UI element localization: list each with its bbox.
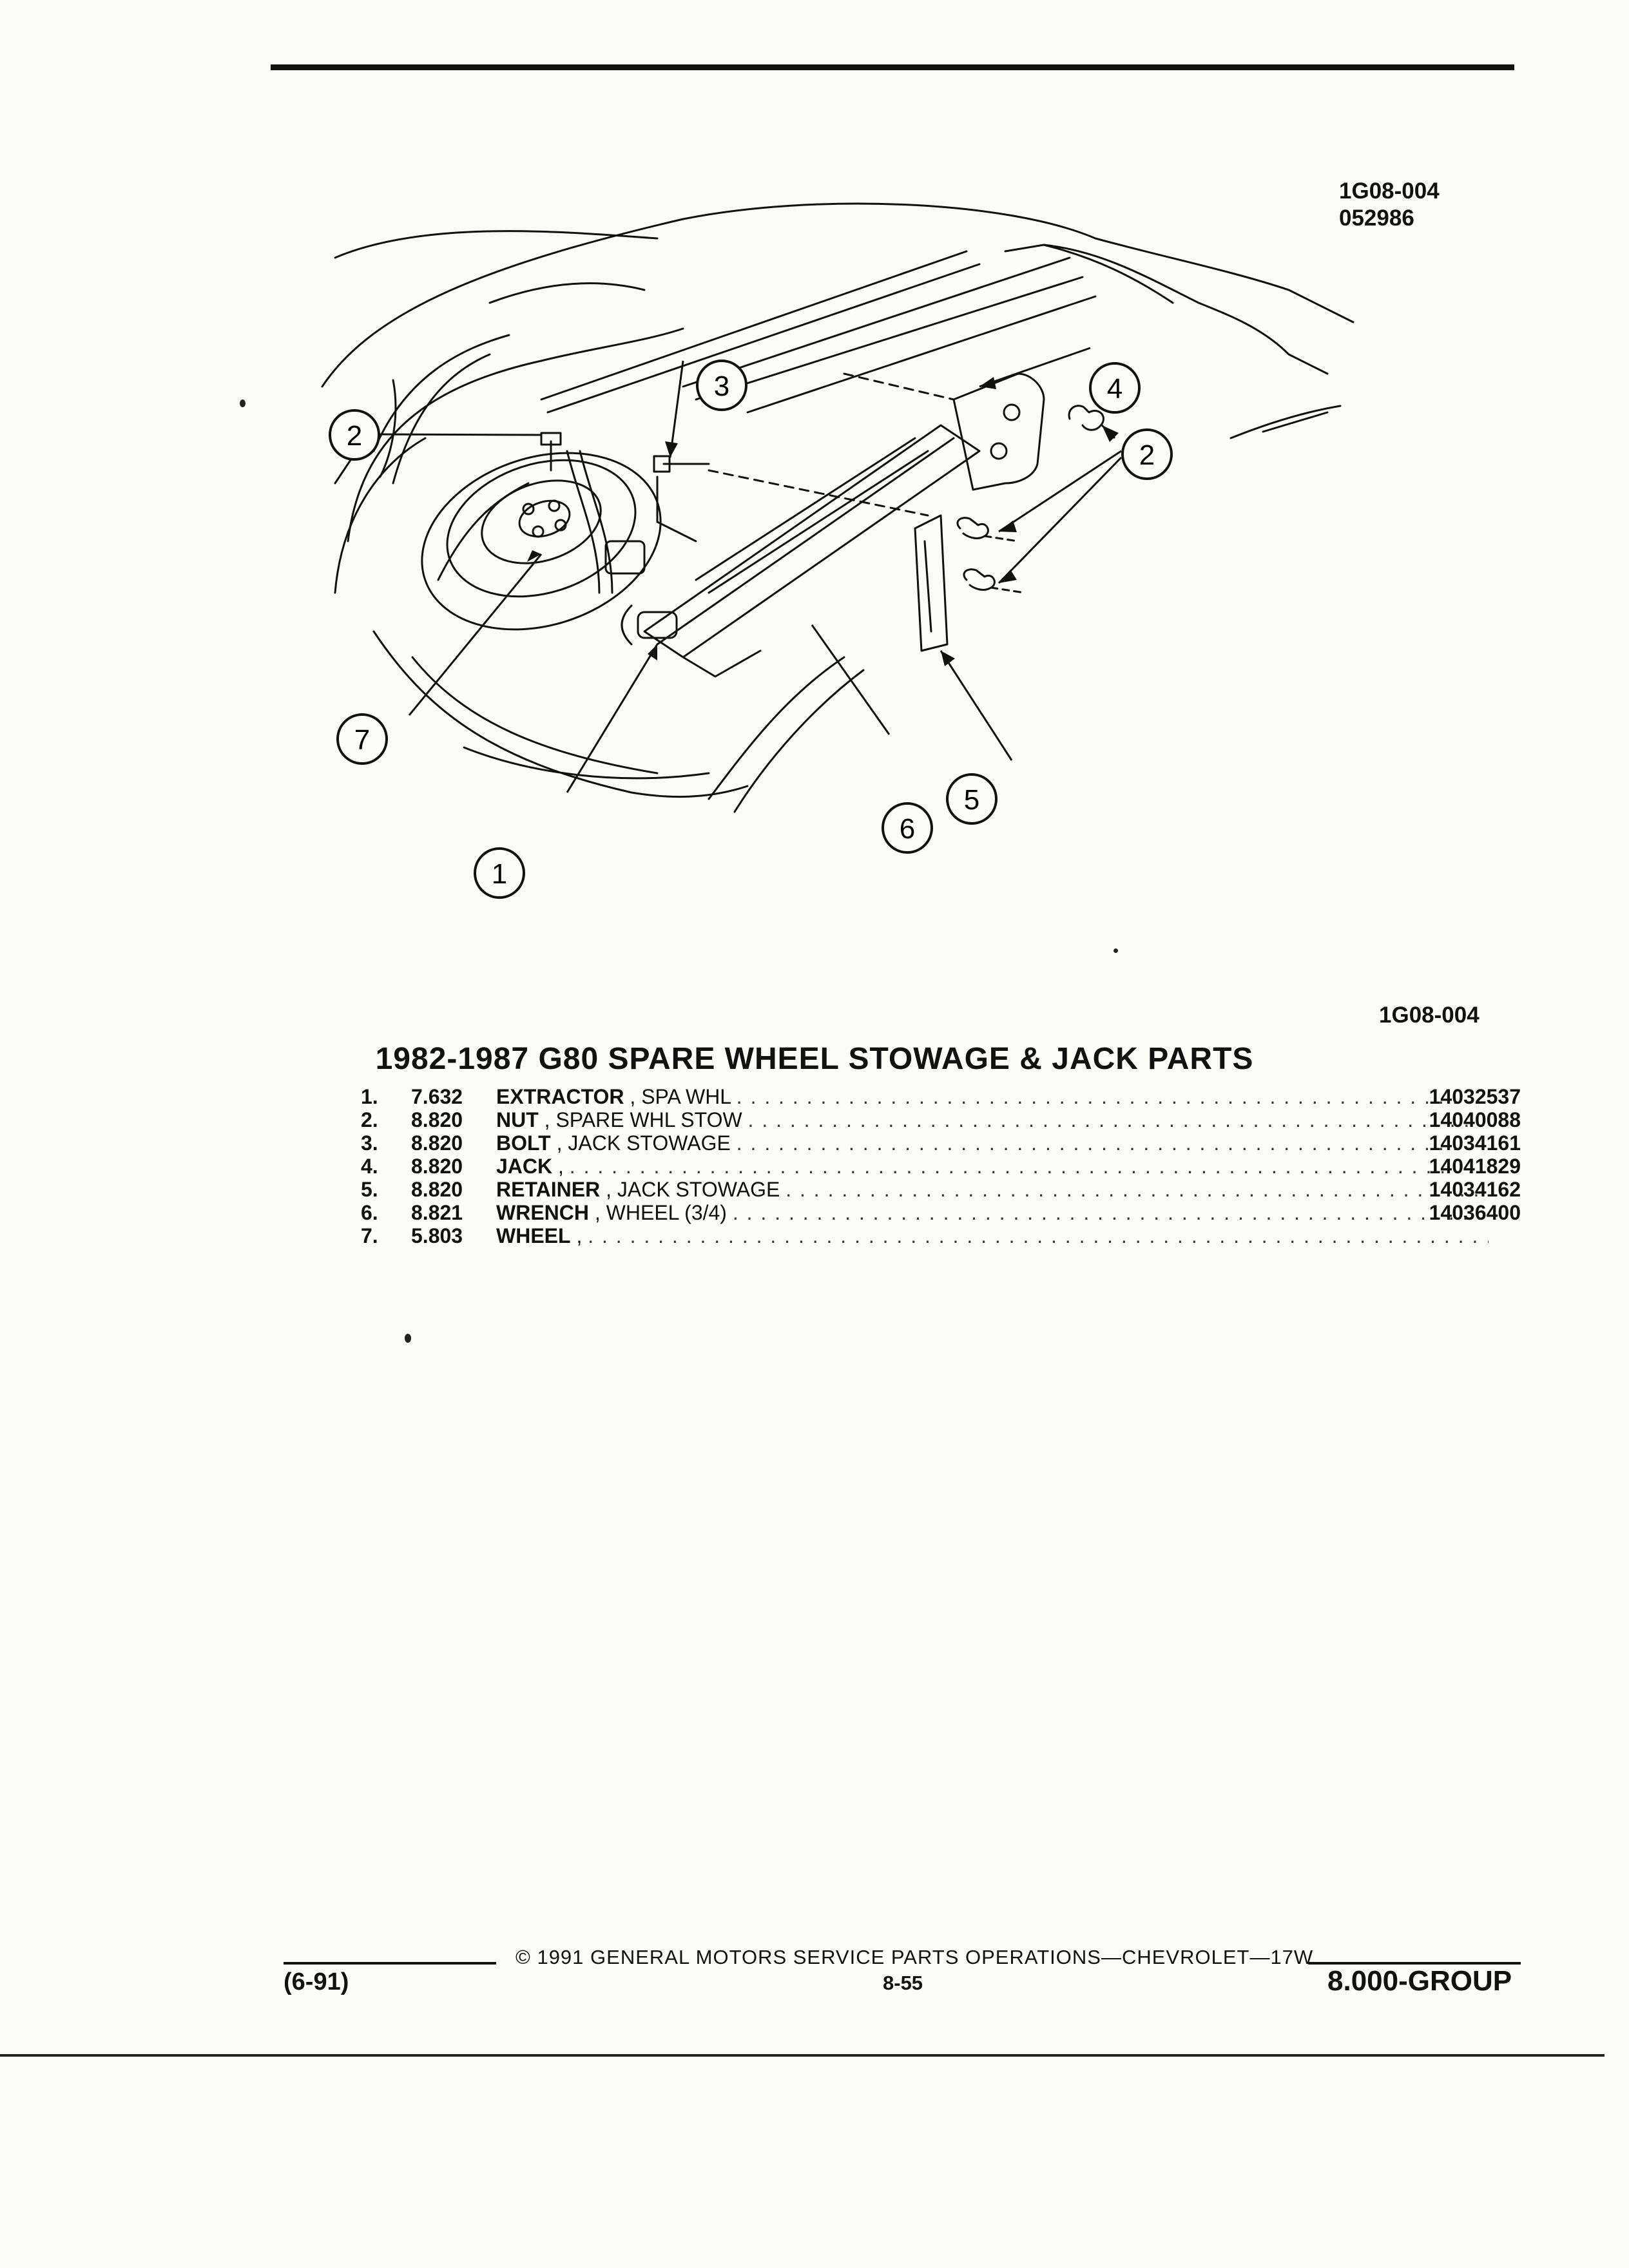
group-code: 5.803 bbox=[411, 1224, 463, 1247]
part-name: EXTRACTOR bbox=[496, 1085, 624, 1108]
part-number: 14034161 bbox=[1429, 1131, 1521, 1155]
callout-5: 5 bbox=[946, 773, 998, 825]
part-name: WRENCH bbox=[496, 1201, 589, 1224]
part-description: BOLT , JACK STOWAGE . . . . . . . . . . … bbox=[496, 1131, 1489, 1155]
scan-speck bbox=[240, 399, 246, 407]
callout-3: 3 bbox=[696, 360, 747, 411]
callout-4: 4 bbox=[1089, 362, 1141, 414]
item-number: 5. bbox=[361, 1178, 378, 1201]
parts-row: 2. 8.820 NUT , SPARE WHL STOW . . . . . . … bbox=[361, 1108, 1521, 1131]
callout-7: 7 bbox=[336, 713, 388, 765]
part-detail: , bbox=[576, 1224, 583, 1247]
part-description: WRENCH , WHEEL (3/4) . . . . . . . . . .… bbox=[496, 1201, 1489, 1224]
group-code: 8.820 bbox=[411, 1131, 463, 1155]
group-code: 8.820 bbox=[411, 1155, 463, 1178]
leader-dots: . . . . . . . . . . . . . . . . . . . . … bbox=[588, 1224, 1489, 1247]
part-description: RETAINER , JACK STOWAGE . . . . . . . . … bbox=[496, 1178, 1489, 1201]
leader-dots: . . . . . . . . . . . . . . . . . . . . … bbox=[732, 1201, 1489, 1224]
svg-text:7: 7 bbox=[354, 724, 370, 756]
part-name: BOLT bbox=[496, 1131, 551, 1155]
svg-text:4: 4 bbox=[1107, 373, 1123, 405]
part-detail: , JACK STOWAGE bbox=[606, 1178, 780, 1201]
part-number: 14040088 bbox=[1429, 1108, 1521, 1131]
item-number: 4. bbox=[361, 1155, 378, 1178]
parts-list: 1. 7.632 EXTRACTOR , SPA WHL . . . . . . .… bbox=[361, 1085, 1521, 1247]
svg-text:3: 3 bbox=[714, 370, 729, 402]
parts-title: 1982-1987 G80 SPARE WHEEL STOWAGE & JACK… bbox=[375, 1042, 1254, 1076]
scan-speck bbox=[405, 1334, 411, 1343]
spare-wheel-jack-illustration: 1 2 3 4 5 6 7 2 bbox=[321, 202, 1354, 899]
part-name: WHEEL bbox=[496, 1224, 571, 1247]
part-detail: , SPA WHL bbox=[630, 1085, 731, 1108]
group-code: 8.820 bbox=[411, 1108, 463, 1131]
svg-text:1: 1 bbox=[492, 858, 507, 890]
callout-2-left: 2 bbox=[329, 409, 380, 461]
parts-row: 1. 7.632 EXTRACTOR , SPA WHL . . . . . . .… bbox=[361, 1085, 1521, 1108]
item-number: 6. bbox=[361, 1201, 378, 1224]
footer-rule-left bbox=[284, 1962, 496, 1965]
footer-copyright: © 1991 GENERAL MOTORS SERVICE PARTS OPER… bbox=[516, 1946, 1314, 1968]
part-detail: , bbox=[558, 1155, 564, 1178]
footer-date: (6-91) bbox=[284, 1968, 349, 1995]
group-code: 8.820 bbox=[411, 1178, 463, 1201]
part-name: JACK bbox=[496, 1155, 553, 1178]
parts-row: 3. 8.820 BOLT , JACK STOWAGE . . . . . . .… bbox=[361, 1131, 1521, 1155]
leader-dots: . . . . . . . . . . . . . . . . . . . . … bbox=[736, 1085, 1489, 1108]
part-number: 14032537 bbox=[1429, 1085, 1521, 1108]
leader-dots: . . . . . . . . . . . . . . . . . . . . … bbox=[569, 1155, 1489, 1178]
part-detail: , WHEEL (3/4) bbox=[594, 1201, 727, 1224]
item-number: 3. bbox=[361, 1131, 378, 1155]
leader-dots: . . . . . . . . . . . . . . . . . . . . … bbox=[747, 1108, 1489, 1131]
group-code: 8.821 bbox=[411, 1201, 463, 1224]
footer-group: 8.000-GROUP bbox=[1327, 1965, 1512, 1997]
scan-speck bbox=[1113, 948, 1118, 953]
svg-text:2: 2 bbox=[347, 420, 362, 452]
item-number: 2. bbox=[361, 1108, 378, 1131]
footer-page-number: 8-55 bbox=[883, 1972, 923, 1994]
callout-2-right: 2 bbox=[1121, 428, 1173, 480]
part-name: RETAINER bbox=[496, 1178, 601, 1201]
part-description: EXTRACTOR , SPA WHL . . . . . . . . . . … bbox=[496, 1085, 1489, 1108]
bottom-rule bbox=[0, 2054, 1605, 2057]
part-detail: , SPARE WHL STOW bbox=[544, 1108, 742, 1131]
part-number: 14034162 bbox=[1429, 1178, 1521, 1201]
group-code: 7.632 bbox=[411, 1085, 463, 1108]
reference-code-bottom: 1G08-004 bbox=[1379, 1003, 1480, 1028]
part-number: 14041829 bbox=[1429, 1155, 1521, 1178]
callout-6: 6 bbox=[882, 802, 933, 854]
parts-row: 6. 8.821 WRENCH , WHEEL (3/4) . . . . . . … bbox=[361, 1201, 1521, 1224]
leader-dots: . . . . . . . . . . . . . . . . . . . . … bbox=[736, 1131, 1489, 1155]
footer-rule-right bbox=[1308, 1962, 1521, 1965]
leader-dots: . . . . . . . . . . . . . . . . . . . . … bbox=[786, 1178, 1489, 1201]
parts-row: 5. 8.820 RETAINER , JACK STOWAGE . . . . .… bbox=[361, 1178, 1521, 1201]
callout-1: 1 bbox=[474, 847, 525, 899]
svg-text:5: 5 bbox=[964, 784, 979, 816]
part-description: NUT , SPARE WHL STOW . . . . . . . . . .… bbox=[496, 1108, 1489, 1131]
item-number: 7. bbox=[361, 1224, 378, 1247]
parts-row: 4. 8.820 JACK , . . . . . . . . . . . . . … bbox=[361, 1155, 1521, 1178]
svg-text:2: 2 bbox=[1139, 439, 1155, 471]
svg-text:6: 6 bbox=[900, 813, 915, 845]
reference-code: 1G08-004 bbox=[1339, 178, 1440, 204]
part-number: 14036400 bbox=[1429, 1201, 1521, 1224]
part-description: WHEEL , . . . . . . . . . . . . . . . . … bbox=[496, 1224, 1489, 1247]
item-number: 1. bbox=[361, 1085, 378, 1108]
reference-date-code: 052986 bbox=[1339, 206, 1414, 231]
part-name: NUT bbox=[496, 1108, 539, 1131]
top-rule bbox=[271, 64, 1514, 70]
parts-row: 7. 5.803 WHEEL , . . . . . . . . . . . . .… bbox=[361, 1224, 1521, 1247]
part-description: JACK , . . . . . . . . . . . . . . . . .… bbox=[496, 1155, 1489, 1178]
part-detail: , JACK STOWAGE bbox=[556, 1131, 731, 1155]
